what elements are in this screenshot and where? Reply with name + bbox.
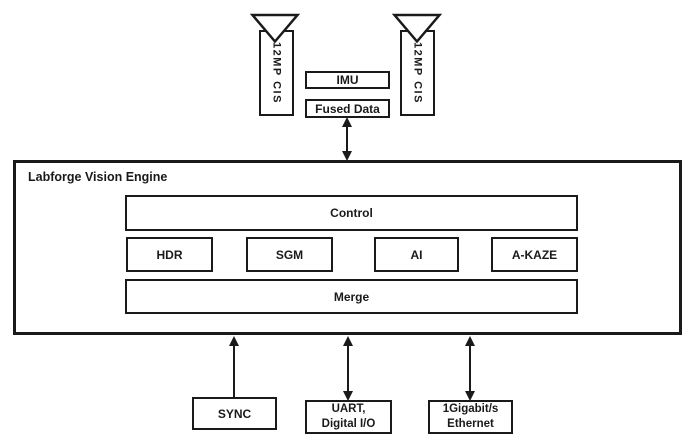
module-akaze-label: A-KAZE: [511, 247, 558, 262]
vision-engine-box: Labforge Vision Engine Control HDR SGM A…: [13, 160, 682, 335]
camera-left-lens-icon: [250, 13, 300, 44]
uart-label-line1: UART,: [331, 403, 366, 415]
imu-box: IMU: [305, 71, 390, 89]
module-ai-label: AI: [410, 247, 423, 262]
camera-right-label: 12MP CIS: [411, 42, 424, 104]
module-ai: AI: [374, 237, 459, 272]
module-sgm-label: SGM: [275, 247, 304, 262]
camera-right-lens-icon: [392, 13, 442, 44]
arrowhead-down-icon: [465, 391, 475, 401]
module-sgm: SGM: [246, 237, 333, 272]
ethernet-box: 1Gigabit/s Ethernet: [428, 400, 513, 434]
ethernet-label-line1: 1Gigabit/s: [442, 403, 499, 415]
sync-box: SYNC: [192, 397, 277, 430]
module-hdr-label: HDR: [156, 247, 183, 262]
arrow-engine-sync: [228, 336, 240, 397]
merge-box: Merge: [125, 279, 578, 314]
fused-data-label: Fused Data: [315, 101, 380, 116]
ethernet-label-line2: Ethernet: [447, 418, 494, 430]
arrowhead-down-icon: [342, 151, 352, 161]
uart-box: UART, Digital I/O: [305, 400, 392, 434]
arrow-engine-ethernet: [464, 336, 476, 401]
merge-label: Merge: [333, 289, 370, 304]
control-label: Control: [330, 206, 373, 220]
uart-label-line2: Digital I/O: [321, 418, 376, 430]
control-box: Control: [125, 195, 578, 231]
fused-data-box: Fused Data: [305, 99, 390, 118]
camera-left-label: 12MP CIS: [270, 42, 283, 104]
arrow-engine-uart: [342, 336, 354, 401]
arrowhead-up-icon: [229, 336, 239, 346]
module-akaze: A-KAZE: [491, 237, 578, 272]
camera-right-body: 12MP CIS: [400, 30, 435, 116]
sync-label: SYNC: [217, 406, 252, 421]
vision-engine-label: Labforge Vision Engine: [28, 170, 168, 184]
arrowhead-up-icon: [465, 336, 475, 346]
module-hdr: HDR: [126, 237, 213, 272]
camera-left-body: 12MP CIS: [259, 30, 294, 116]
arrowhead-up-icon: [343, 336, 353, 346]
imu-label: IMU: [336, 73, 359, 87]
arrowhead-down-icon: [343, 391, 353, 401]
arrow-fused-data-engine: [341, 117, 353, 161]
arrowhead-up-icon: [342, 117, 352, 127]
